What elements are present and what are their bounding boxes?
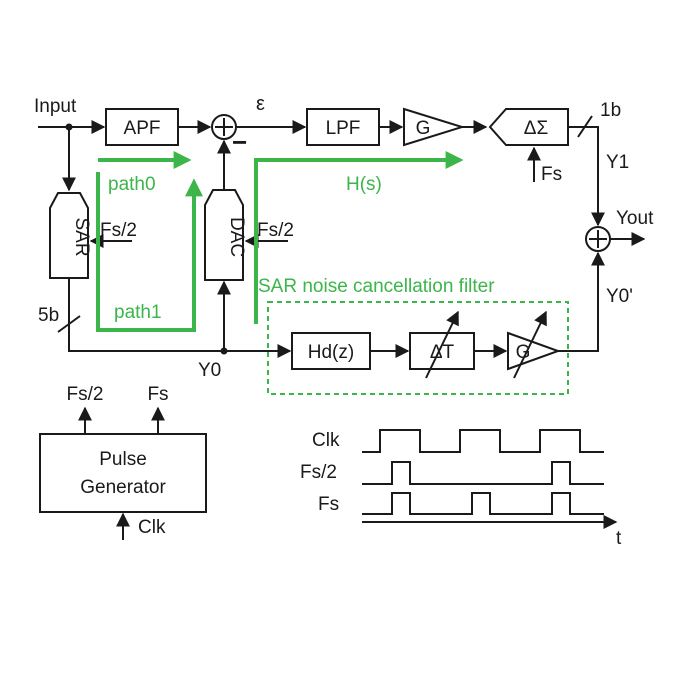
hs-label: H(s) — [346, 174, 382, 195]
apf-block: APF — [105, 108, 179, 146]
timing-fs-label: Fs — [318, 494, 339, 515]
hd-label: Hd(z) — [308, 342, 354, 363]
input-label: Input — [34, 96, 77, 117]
pulse-generator-line2: Generator — [80, 477, 166, 498]
apf-label: APF — [124, 118, 161, 139]
input-node — [38, 120, 106, 134]
dac-label: DAC — [226, 217, 247, 257]
time-axis-label: t — [616, 528, 622, 549]
fs-clock-label: Fs — [541, 164, 562, 185]
pg-fs-label: Fs — [147, 384, 168, 405]
dac-clock-label: Fs/2 — [257, 220, 294, 241]
pulse-generator-line1: Pulse — [99, 449, 147, 470]
lpf-label: LPF — [326, 118, 361, 139]
sar-label: SAR — [71, 217, 92, 256]
y0-label: Y0 — [198, 360, 221, 381]
output-summing-node — [585, 226, 611, 252]
path1-arrow — [96, 172, 203, 332]
pg-clk-label: Clk — [138, 517, 166, 538]
timing-fs2-label: Fs/2 — [300, 462, 337, 483]
delay-block: ΔT — [409, 310, 475, 379]
sar-output-wire — [57, 278, 270, 355]
filter-caption: SAR noise cancellation filter — [258, 276, 495, 297]
hs-path-arrow — [254, 151, 464, 324]
delta-sigma-block: ΔΣ — [488, 108, 569, 146]
minus-sign: − — [232, 127, 247, 157]
adaptive-gain-label: G — [516, 342, 531, 363]
lpf-block: LPF — [306, 108, 380, 146]
path0-label: path0 — [108, 174, 156, 195]
delta-sigma-label: ΔΣ — [524, 118, 548, 139]
yout-label: Yout — [616, 208, 654, 229]
fs2-waveform — [362, 461, 604, 485]
epsilon-label: ε — [256, 93, 265, 115]
noise-cancellation-filter-box — [267, 301, 569, 395]
one-bit-label: 1b — [600, 100, 621, 121]
pulse-generator-block — [39, 433, 207, 513]
hd-block: Hd(z) — [291, 332, 371, 370]
sar-clock-label: Fs/2 — [100, 220, 137, 241]
y0prime-wire — [556, 251, 605, 352]
y1-label: Y1 — [606, 152, 629, 173]
sar-bits-label: 5b — [38, 305, 59, 326]
dac-block: DAC — [204, 189, 247, 281]
path1-label: path1 — [114, 302, 162, 323]
y1-wire — [568, 115, 605, 227]
fs-waveform — [362, 492, 604, 515]
adaptive-gain-block: G — [507, 310, 561, 379]
y0prime-label: Y0' — [606, 286, 633, 307]
gain-block: G — [403, 107, 466, 147]
sar-block: SAR — [49, 192, 92, 279]
clk-waveform — [362, 429, 604, 453]
gain-label: G — [416, 118, 431, 139]
pg-fs2-label: Fs/2 — [67, 384, 104, 405]
timing-clk-label: Clk — [312, 430, 340, 451]
